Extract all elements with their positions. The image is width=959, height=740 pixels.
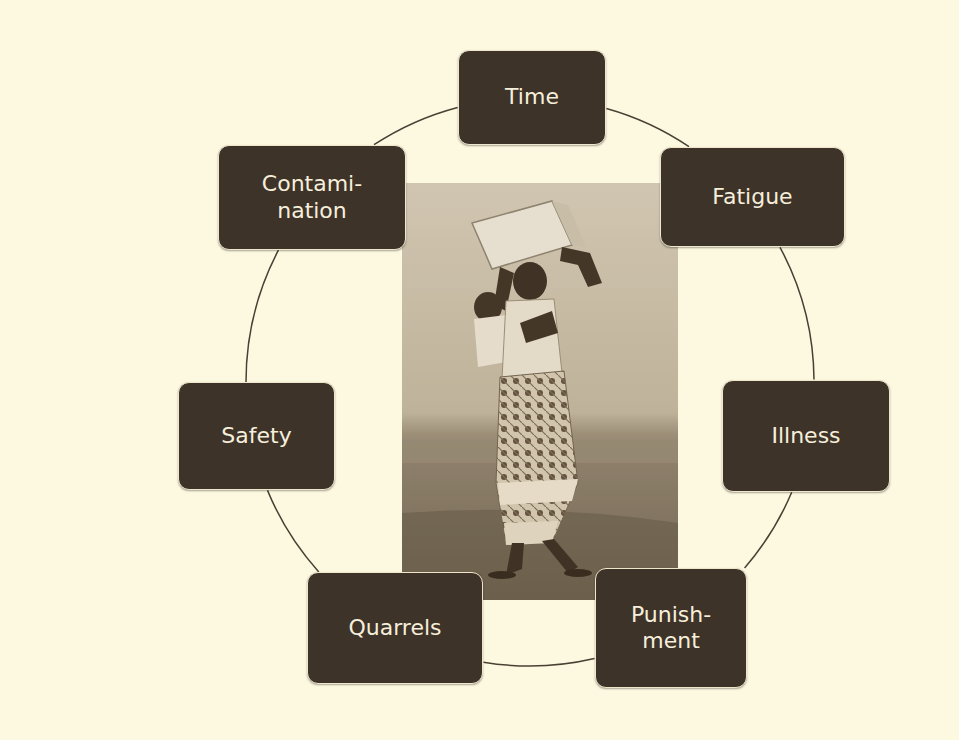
ring-arc xyxy=(246,250,278,382)
ring-arc xyxy=(268,490,319,572)
ring-arc xyxy=(606,109,689,147)
factor-box: Fatigue xyxy=(660,147,845,247)
woman-carrying-load-photo xyxy=(402,183,678,600)
factor-box: Contami- nation xyxy=(218,145,406,250)
ring-arc xyxy=(484,659,595,666)
factor-label: Time xyxy=(505,84,559,110)
ring-arc xyxy=(374,107,458,144)
factor-box: Illness xyxy=(722,380,890,492)
factor-label: Illness xyxy=(771,423,840,449)
factor-label: Quarrels xyxy=(348,615,441,641)
ring-arc xyxy=(780,247,814,379)
factor-box: Punish- ment xyxy=(595,568,747,688)
factor-label: Safety xyxy=(221,423,291,449)
factor-box: Safety xyxy=(178,382,335,490)
factor-label: Contami- nation xyxy=(262,171,362,224)
factor-label: Fatigue xyxy=(712,184,792,210)
ring-arc xyxy=(745,492,792,568)
factor-label: Punish- ment xyxy=(631,602,711,655)
factor-box: Quarrels xyxy=(307,572,483,684)
factor-box: Time xyxy=(458,50,606,145)
